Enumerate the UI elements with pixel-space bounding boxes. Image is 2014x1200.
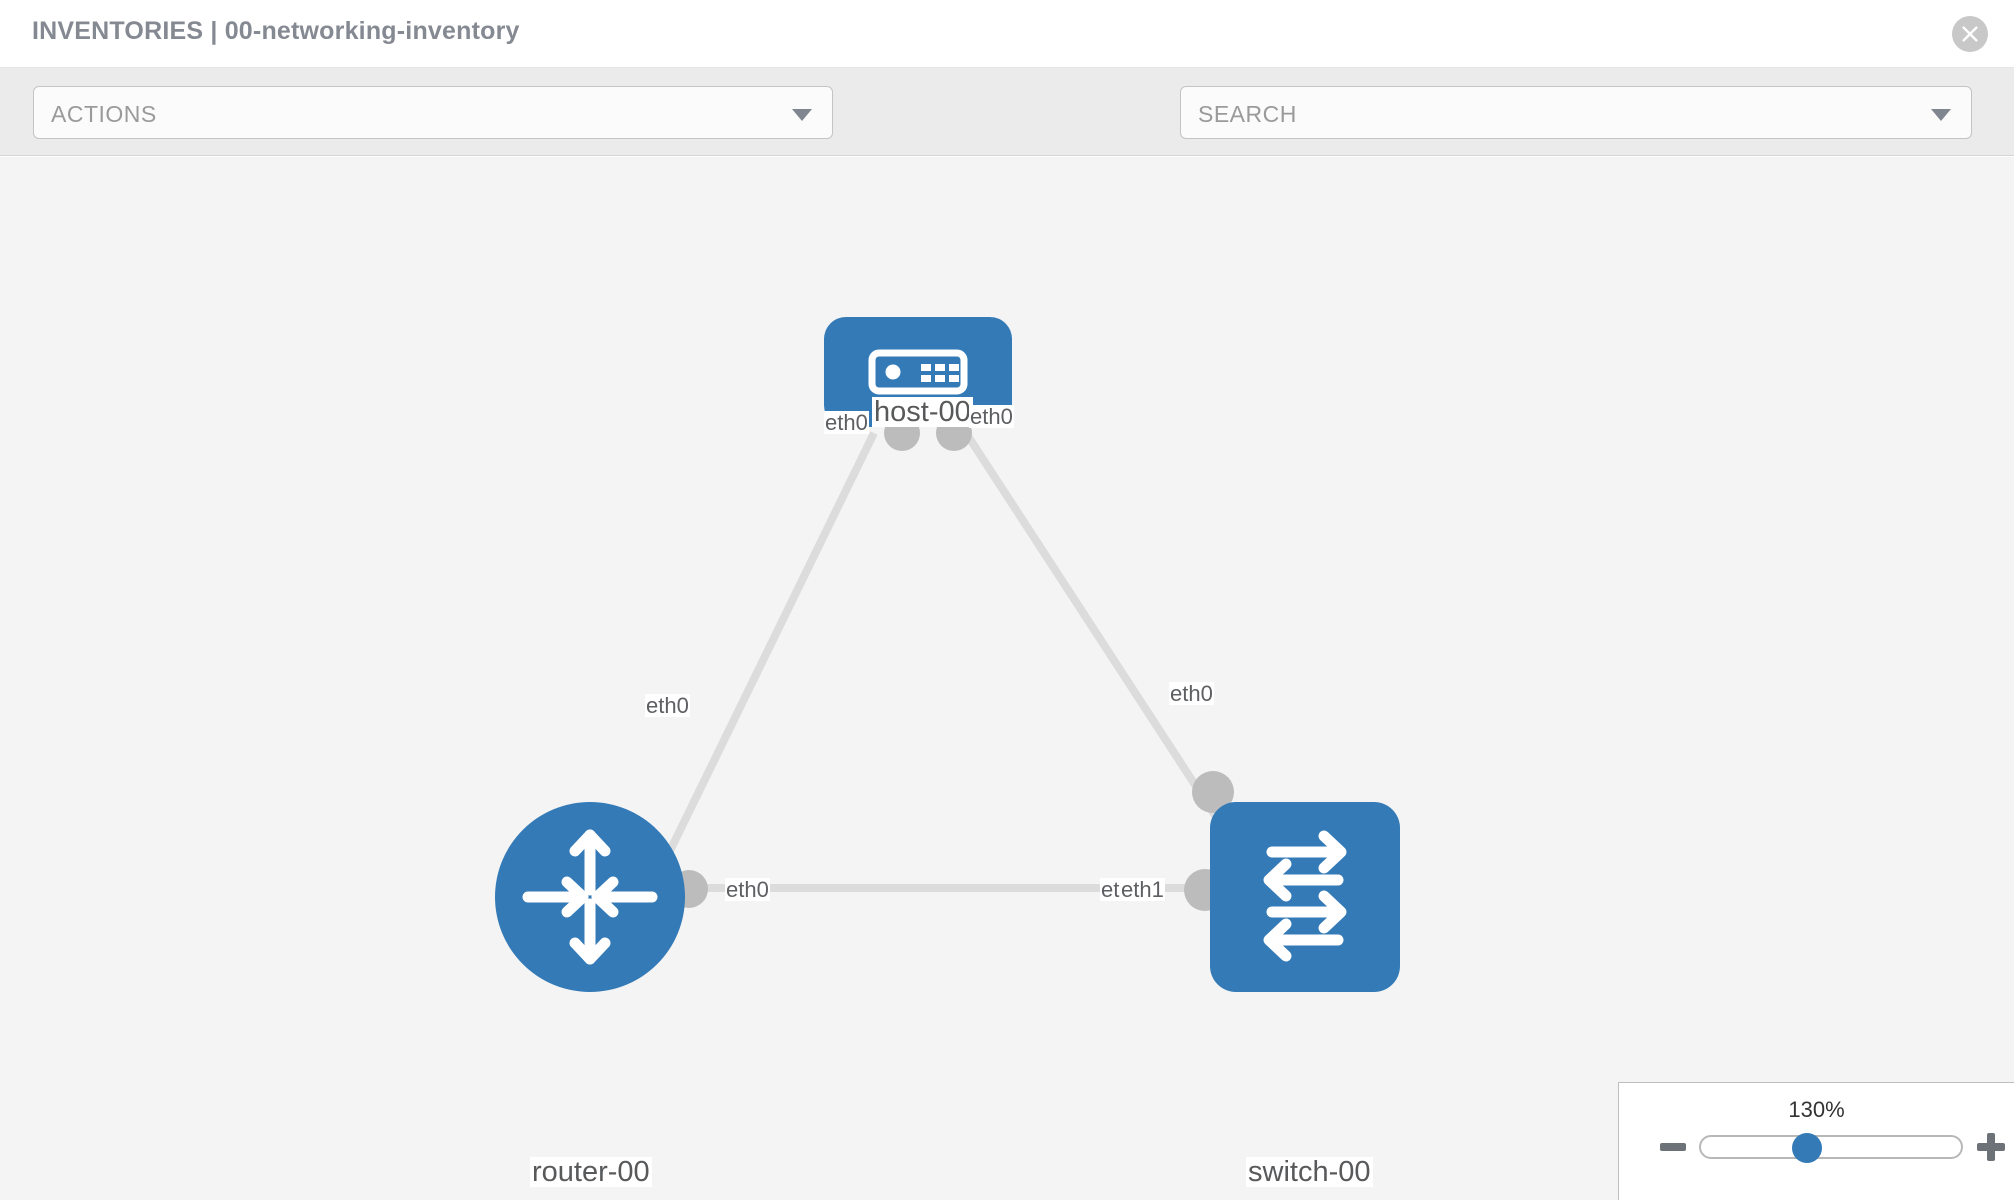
interface-label-switch-up: eth0 (1169, 681, 1214, 706)
node-label-router-00: router-00 (530, 1156, 652, 1188)
zoom-level-value: 130% (1788, 1097, 1845, 1122)
zoom-slider-handle[interactable] (1792, 1133, 1822, 1163)
switch-icon (1263, 830, 1347, 962)
server-icon (868, 349, 968, 395)
zoom-slider-track[interactable] (1699, 1135, 1963, 1159)
search-input[interactable]: SEARCH (1180, 86, 1972, 139)
interface-label-switch-left-b: eth1 (1120, 877, 1165, 902)
chevron-down-icon (792, 109, 812, 121)
interface-label-host-left: eth0 (824, 410, 869, 435)
actions-dropdown-label: ACTIONS (51, 101, 157, 127)
node-router-00[interactable] (495, 802, 685, 992)
chevron-down-icon (1931, 109, 1951, 121)
node-label-host-00: host-00 (872, 396, 973, 428)
node-label-switch-00: switch-00 (1246, 1156, 1373, 1188)
search-placeholder: SEARCH (1198, 101, 1297, 127)
modal-header: INVENTORIES | 00-networking-inventory (0, 0, 2014, 68)
edge-host-router[interactable] (663, 431, 878, 859)
topology-canvas[interactable]: host-00 router-00 switch-00 eth0 eth0 et… (0, 157, 2014, 1200)
interface-label-router-right: eth0 (725, 877, 770, 902)
zoom-control-panel: 130% (1618, 1082, 2014, 1200)
interface-label-router-up: eth0 (645, 693, 690, 718)
topology-edges (663, 430, 1233, 892)
router-icon (522, 829, 658, 965)
plus-icon[interactable] (1977, 1133, 2005, 1161)
minus-icon[interactable] (1660, 1143, 1686, 1151)
modal-toolbar: ACTIONS SEARCH (0, 68, 2014, 202)
edge-host-switch[interactable] (962, 430, 1233, 840)
actions-dropdown[interactable]: ACTIONS (33, 86, 833, 139)
close-icon[interactable] (1952, 16, 1988, 52)
node-switch-00[interactable] (1210, 802, 1400, 992)
interface-label-host-right: eth0 (969, 404, 1014, 429)
page-title: INVENTORIES | 00-networking-inventory (32, 17, 520, 45)
